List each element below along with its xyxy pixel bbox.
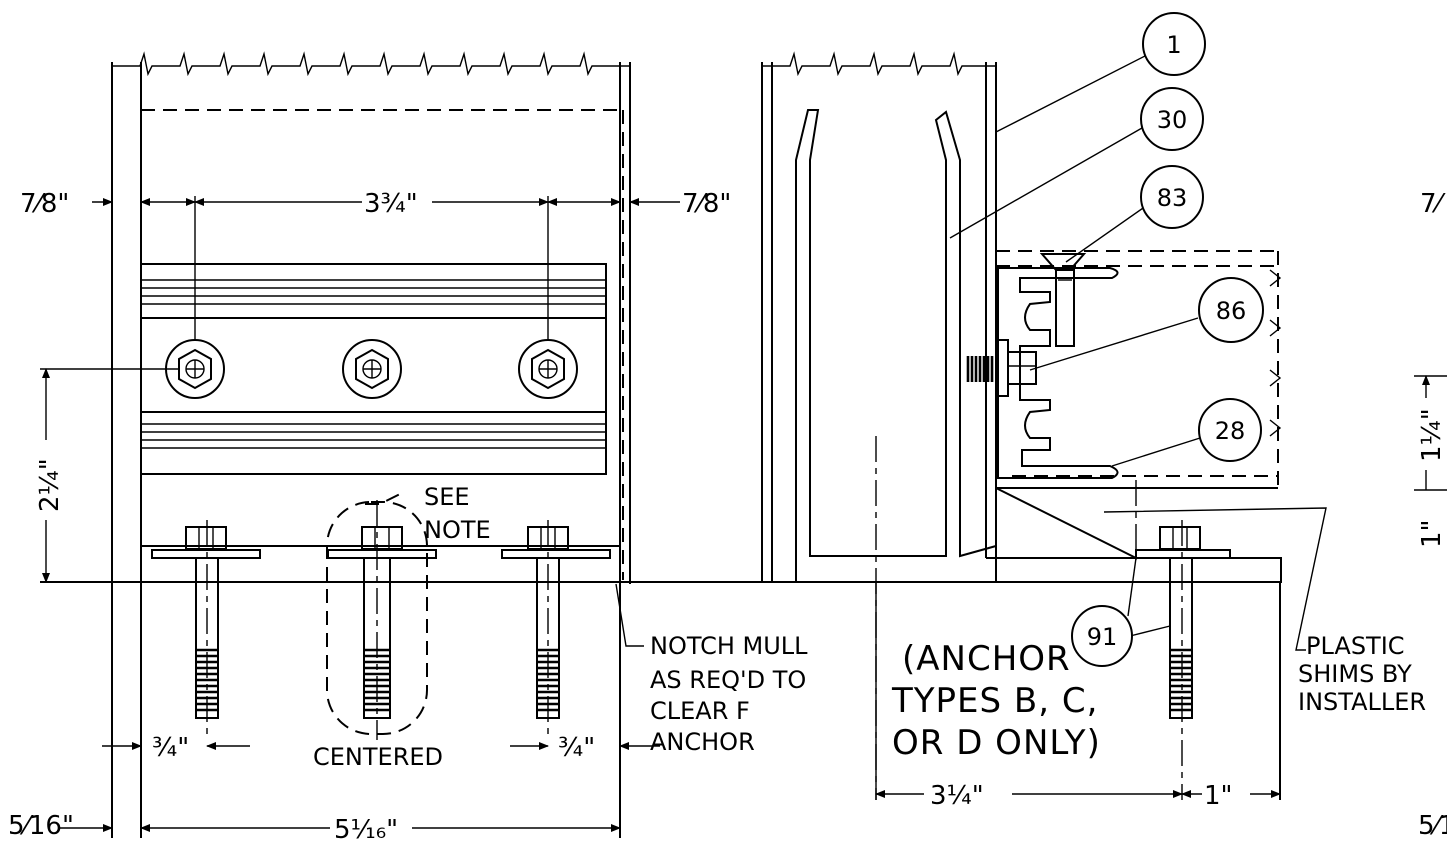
see-note-line2: NOTE <box>424 516 491 544</box>
svg-text:1: 1 <box>1166 31 1181 59</box>
dim-left-edge: 7⁄8" <box>20 189 69 219</box>
shims-note-line2: SHIMS BY <box>1298 660 1412 688</box>
dim-mull-thickness: 5⁄16" <box>8 811 74 841</box>
partial-dim-top: 7⁄ <box>1420 189 1447 219</box>
dim-mull-width: 5¹⁄₁₆" <box>334 815 398 845</box>
centered-label: CENTERED <box>313 743 443 771</box>
anchor-bolt-91 <box>1135 480 1231 800</box>
partial-third-view: 7⁄ 1¼" 1" 5⁄1 <box>1414 189 1447 841</box>
left-elevation-view: 7⁄8" 3¾" 7⁄8" 2¼" SEE NOTE CENTERED ¾" ¾… <box>8 51 808 845</box>
anchor-bolt-center <box>326 500 437 740</box>
anchor-bolt-left <box>151 520 261 740</box>
dim-right-edge: 7⁄8" <box>682 189 731 219</box>
right-section-view: 1 30 83 86 28 91 PLASTI <box>760 12 1426 811</box>
svg-text:83: 83 <box>1157 184 1188 212</box>
svg-text:28: 28 <box>1215 417 1246 445</box>
dim-right-bolt: ¾" <box>558 733 595 763</box>
hex-bolt-head-left <box>165 339 225 399</box>
dim-left-bolt: ¾" <box>152 733 189 763</box>
anchor-note-line3: OR D ONLY) <box>892 723 1101 763</box>
dim-edge-offset: 1" <box>1204 781 1233 811</box>
callout-83: 83 <box>1065 165 1204 263</box>
hex-bolt-head-center <box>342 339 402 399</box>
svg-text:30: 30 <box>1157 106 1188 134</box>
shims-note-line3: INSTALLER <box>1298 688 1426 716</box>
notch-note-line4: ANCHOR <box>650 728 755 756</box>
notch-note-line3: CLEAR F <box>650 697 750 725</box>
svg-text:86: 86 <box>1216 297 1247 325</box>
see-note-line1: SEE <box>424 483 470 511</box>
hex-bolt-head-right <box>518 339 578 399</box>
callout-91: 91 <box>1071 557 1171 667</box>
partial-dim-bottom: 5⁄1 <box>1418 811 1447 841</box>
partial-dim-lower: 1" <box>1417 519 1447 548</box>
shims-note-line1: PLASTIC <box>1306 632 1405 660</box>
svg-text:91: 91 <box>1087 623 1118 651</box>
notch-note-line1: NOTCH MULL <box>650 632 808 660</box>
callout-86: 86 <box>1029 277 1264 371</box>
bolt-86 <box>966 339 1037 397</box>
dim-center-spacing: 3¾" <box>364 189 418 219</box>
horizontal-member-profile <box>140 263 607 475</box>
dim-height: 2¼" <box>35 458 65 512</box>
callout-1: 1 <box>995 12 1206 133</box>
dim-anchor-offset: 3¼" <box>930 781 984 811</box>
anchor-bolt-right <box>501 520 611 740</box>
callout-30: 30 <box>949 87 1204 239</box>
anchor-note-line1: (ANCHOR <box>902 639 1071 679</box>
anchor-note-line2: TYPES B, C, <box>891 681 1098 721</box>
callout-28: 28 <box>1111 398 1262 467</box>
notch-note-line2: AS REQ'D TO <box>650 666 806 694</box>
partial-dim-side: 1¼" <box>1417 408 1447 462</box>
screw-83 <box>1039 253 1087 347</box>
